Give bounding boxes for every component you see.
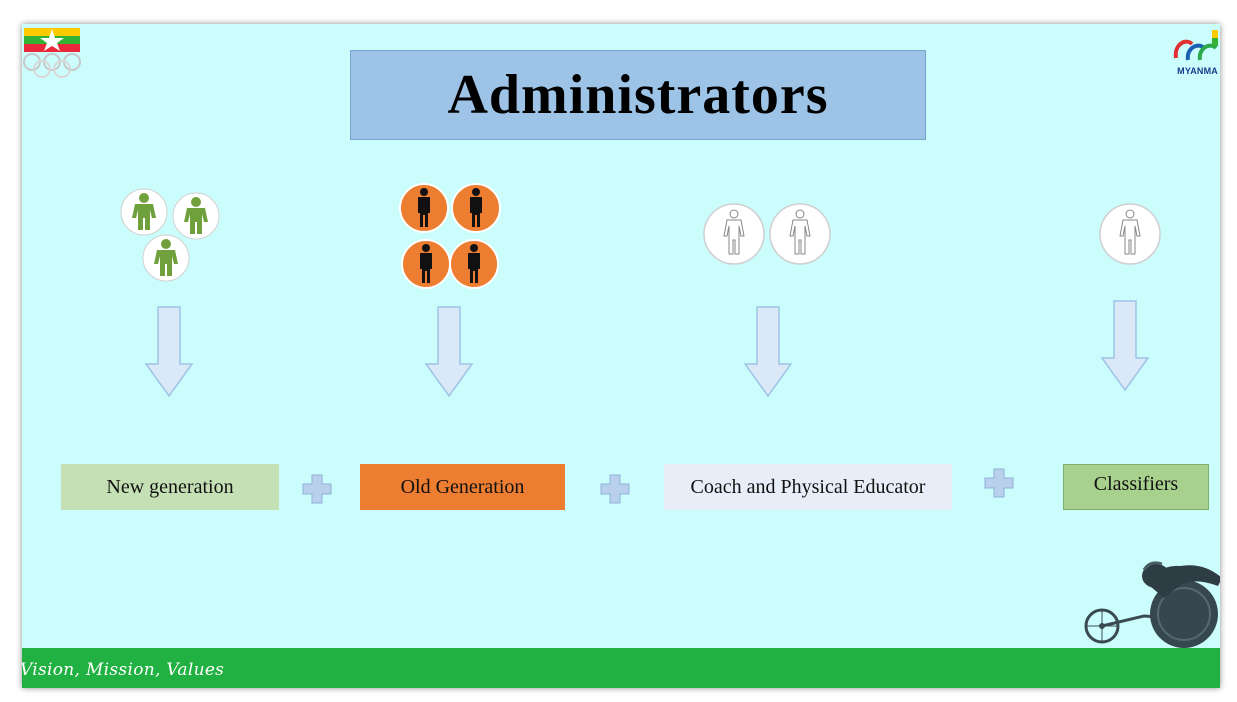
myanmar-flag-icon <box>24 28 80 52</box>
down-arrow-icon <box>424 306 474 398</box>
label-old-generation: Old Generation <box>360 464 565 510</box>
orange-person-icon <box>399 183 501 289</box>
slide-title: Administrators <box>447 64 829 126</box>
label-classifiers: Classifiers <box>1063 464 1209 510</box>
outline-person-icon <box>703 203 831 265</box>
slide: MYANMA Administrators <box>22 24 1220 688</box>
label-classifiers-text: Classifiers <box>1093 473 1179 495</box>
plus-icon <box>302 474 332 504</box>
olympic-rings-icon <box>23 53 81 78</box>
label-new-generation-text: New generation <box>106 475 234 498</box>
logo-text: MYANMA <box>1177 66 1218 76</box>
paralympic-logo-icon <box>1173 30 1218 61</box>
label-coach-text: Coach and Physical Educator <box>690 475 926 498</box>
plus-icon <box>600 474 630 504</box>
title-box: Administrators <box>350 50 926 140</box>
outline-person-icon <box>1099 203 1161 265</box>
down-arrow-icon <box>743 306 793 398</box>
wheelchair-racer-icon <box>1084 561 1220 648</box>
label-new-generation: New generation <box>61 464 279 510</box>
label-old-generation-text: Old Generation <box>400 475 525 498</box>
label-coach: Coach and Physical Educator <box>664 464 952 510</box>
bottom-band <box>22 648 1220 688</box>
tagline: Vision, Mission, Values <box>22 660 225 680</box>
plus-icon <box>984 468 1014 498</box>
green-person-icon <box>120 188 220 282</box>
down-arrow-icon <box>144 306 194 398</box>
down-arrow-icon <box>1100 300 1150 392</box>
